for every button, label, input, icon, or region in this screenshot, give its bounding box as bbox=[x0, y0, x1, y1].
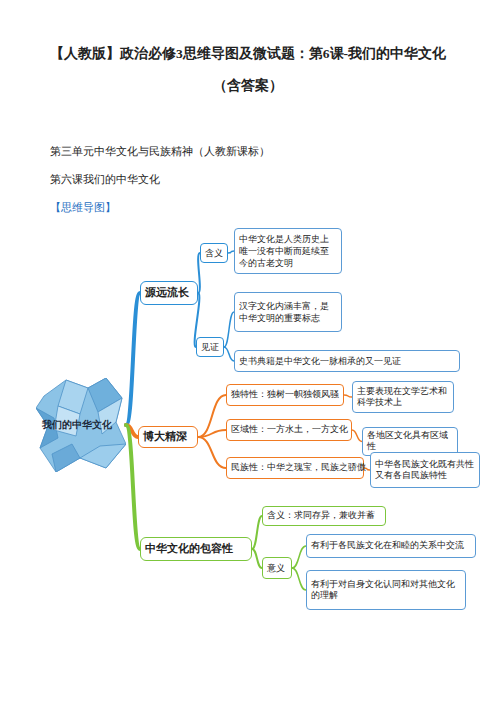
node-text: 中华各民族文化既有共性又有各自民族特性 bbox=[375, 459, 475, 482]
branch-box: 博大精深 bbox=[138, 426, 198, 448]
branch-connector bbox=[352, 430, 362, 441]
node-text: 区域性：一方水土，一方文化 bbox=[231, 424, 348, 435]
shape-facet bbox=[36, 378, 126, 472]
central-topic: 我们的中华文化 bbox=[36, 378, 126, 472]
branch-connector bbox=[126, 293, 140, 425]
branch-connector bbox=[198, 430, 226, 437]
node-text: 汉字文化内涵丰富，是中华文明的重要标志 bbox=[239, 300, 337, 324]
detail-box: 有利于对自身文化认同和对其他文化的理解 bbox=[306, 570, 466, 610]
subtopic-box: 民族性：中华之瑰宝，民族之骄傲 bbox=[226, 457, 364, 479]
detail-box: 中华各民族文化既有共性又有各自民族特性 bbox=[370, 452, 480, 488]
subtopic-box: 意义 bbox=[262, 557, 292, 579]
node-text: 中华文化是人类历史上唯一没有中断而延续至今的古老文明 bbox=[239, 233, 337, 269]
branch-connector bbox=[224, 347, 234, 361]
detail-box: 中华文化是人类历史上唯一没有中断而延续至今的古老文明 bbox=[234, 228, 342, 274]
lesson-heading: 第六课我们的中华文化 bbox=[50, 172, 160, 187]
node-text: 主要表现在文学艺术和科学技术上 bbox=[357, 386, 449, 409]
node-text: 有利于对自身文化认同和对其他文化的理解 bbox=[311, 579, 461, 602]
subtopic-box: 见证 bbox=[196, 337, 224, 357]
subtopic-box: 独特性：独树一帜独领风骚 bbox=[226, 384, 344, 406]
node-text: 独特性：独树一帜独领风骚 bbox=[231, 389, 339, 400]
node-text: 史书典籍是中华文化一脉相承的又一见证 bbox=[239, 355, 401, 367]
subtopic-box: 含义：求同存异，兼收并蓄 bbox=[262, 506, 386, 526]
shape-facet bbox=[52, 444, 80, 472]
branch-connector bbox=[344, 395, 352, 397]
branch-box: 源远流长 bbox=[140, 281, 198, 305]
detail-box: 主要表现在文学艺术和科学技术上 bbox=[352, 381, 454, 413]
detail-box: 有利于各民族文化在和睦的关系中交流 bbox=[306, 534, 476, 558]
subtopic-box: 含义 bbox=[200, 243, 228, 263]
subtopic-box: 区域性：一方水土，一方文化 bbox=[226, 419, 352, 441]
node-text: 有利于各民族文化在和睦的关系中交流 bbox=[311, 540, 464, 551]
branch-connector bbox=[252, 516, 262, 549]
page-title: 【人教版】政治必修3思维导图及微试题：第6课-我们的中华文化（含答案） bbox=[48, 38, 448, 102]
branch-connector bbox=[198, 395, 226, 437]
node-text: 见证 bbox=[201, 341, 219, 353]
detail-box: 汉字文化内涵丰富，是中华文明的重要标志 bbox=[234, 292, 342, 332]
branch-box: 中华文化的包容性 bbox=[140, 537, 252, 561]
node-text: 含义：求同存异，兼收并蓄 bbox=[267, 510, 375, 521]
node-text: 博大精深 bbox=[143, 430, 187, 445]
branch-connector bbox=[252, 549, 262, 568]
branch-connector bbox=[292, 568, 306, 590]
branch-connector bbox=[198, 437, 226, 468]
node-text: 各地区文化具有区域性 bbox=[367, 430, 453, 453]
node-text: 含义 bbox=[205, 247, 223, 259]
branch-connector bbox=[292, 546, 306, 568]
section-heading: 【思维导图】 bbox=[50, 200, 116, 215]
branch-connector bbox=[224, 312, 234, 347]
node-text: 意义 bbox=[267, 562, 285, 574]
unit-heading: 第三单元中华文化与民族精神（人教新课标） bbox=[50, 144, 270, 159]
node-text: 源远流长 bbox=[145, 286, 189, 301]
central-text: 我们的中华文化 bbox=[42, 418, 112, 432]
shape-facet bbox=[80, 444, 126, 468]
detail-box: 史书典籍是中华文化一脉相承的又一见证 bbox=[234, 350, 460, 372]
node-text: 中华文化的包容性 bbox=[145, 542, 233, 557]
node-text: 民族性：中华之瑰宝，民族之骄傲 bbox=[231, 462, 366, 473]
